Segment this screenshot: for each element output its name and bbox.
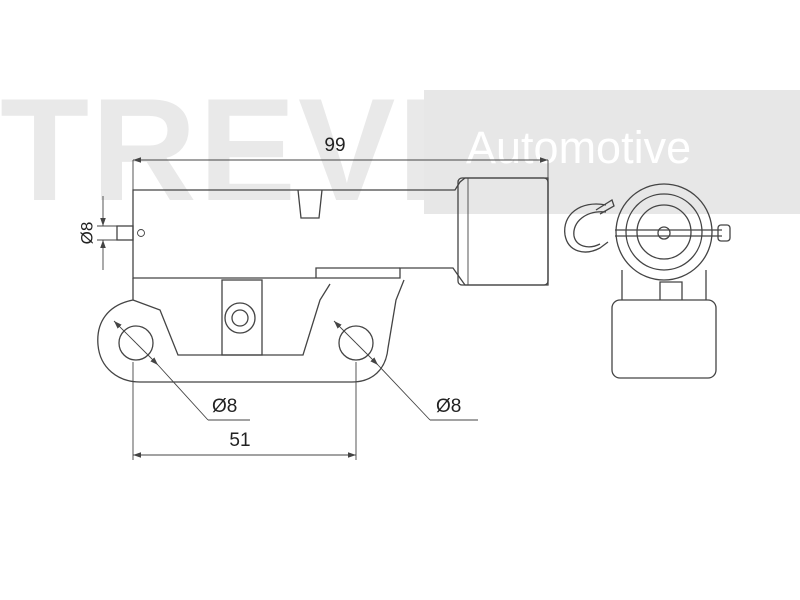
- dimension-label-right-hole: Ø8: [436, 396, 461, 417]
- dimension-pin-diameter: Ø8: [77, 196, 117, 270]
- dimension-label-51: 51: [229, 430, 250, 451]
- dimension-left-hole: Ø8: [113, 320, 250, 421]
- dimension-right-hole: Ø8: [333, 320, 478, 421]
- watermark-brand: TREVI: [0, 80, 430, 220]
- tensioner-body: [97, 177, 549, 383]
- watermark-band: [424, 90, 800, 214]
- tensioner-side-view: [564, 183, 731, 379]
- watermark-tagline: Automotive: [466, 122, 692, 173]
- dimension-label-pin: Ø8: [77, 222, 96, 245]
- dimension-overall-length: 99: [132, 135, 549, 190]
- dimension-label-left-hole: Ø8: [212, 396, 237, 417]
- dimension-hole-spacing: 51: [132, 362, 357, 460]
- dimension-label-99: 99: [324, 135, 345, 156]
